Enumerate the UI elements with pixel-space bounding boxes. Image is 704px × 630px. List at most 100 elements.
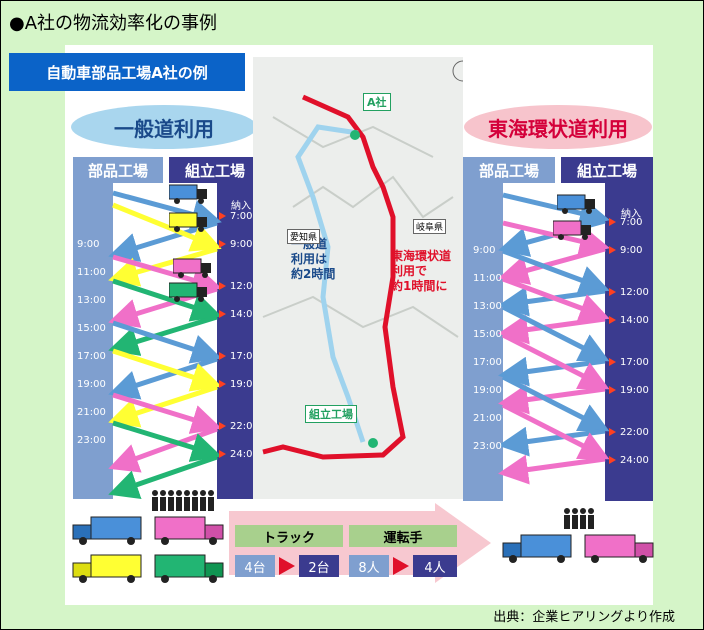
right-delivery-arrows [498, 192, 610, 485]
a-company-label: A社 [363, 93, 391, 111]
delivery-marker-icon [219, 450, 226, 458]
right-assembly-header: 組立工場 [561, 157, 653, 183]
time-label: 13:00 [77, 295, 106, 306]
delivery-marker-icon [609, 316, 616, 324]
a-company-marker [350, 130, 360, 140]
time-label: 19:00 [620, 385, 649, 396]
truck-before-count: 4台 [235, 555, 275, 577]
left-nounyu-label: 納入 [231, 201, 251, 212]
arrow-green-1 [112, 278, 222, 322]
arrow-green-2 [108, 314, 218, 356]
delivery-marker-icon [609, 456, 616, 464]
time-label: 15:00 [473, 329, 502, 340]
truck-label: トラック [235, 525, 343, 547]
general-road-note: 一般道 利用は 約2時間 [291, 237, 336, 281]
route-map-svg [262, 60, 474, 460]
north-arrow-icon [452, 60, 474, 82]
tokai-ring-route [262, 94, 406, 460]
delivery-marker-icon [609, 358, 616, 366]
time-label: 9:00 [620, 245, 643, 256]
left-parts-column [73, 183, 113, 499]
time-label: 21:00 [77, 407, 106, 418]
right-assembly-column [605, 183, 653, 501]
driver-after-count: 4人 [413, 555, 457, 577]
aichi-label: 愛知県 [287, 229, 321, 244]
time-label: 9:00 [473, 245, 496, 256]
time-label: 12:00 [620, 287, 649, 298]
time-label: 19:00 [230, 379, 259, 390]
tokai-road-oval: 東海環状道利用 [464, 105, 652, 149]
time-label: 24:00 [620, 455, 649, 466]
time-label: 9:00 [77, 239, 100, 250]
delivery-marker-icon [609, 288, 616, 296]
drivers-after-icon [564, 508, 594, 529]
assembly-plant-label: 組立工場 [305, 405, 357, 423]
time-label: 19:00 [473, 385, 502, 396]
time-label: 23:00 [473, 441, 502, 452]
truck-icon [557, 194, 595, 214]
delivery-marker-icon [609, 218, 616, 226]
route-map: A社 組立工場 一般道 利用は 約2時間 東海環状道 利用で 約1時間に 愛知県… [253, 57, 474, 499]
arrow-green-3 [112, 420, 222, 462]
arrow-green-4 [108, 454, 218, 499]
page-title: ●A社の物流効率化の事例 [9, 13, 218, 34]
time-label: 22:00 [620, 427, 649, 438]
trucks-after-icon [502, 534, 654, 563]
time-label: 14:00 [230, 309, 259, 320]
arrow-yellow-3 [112, 348, 222, 392]
time-label: 11:00 [473, 273, 502, 284]
tokai-note: 東海環状道 利用で 約1時間に [391, 249, 452, 293]
trucks-before-icon [72, 516, 224, 583]
left-delivery-arrows [108, 190, 222, 499]
left-assembly-header: 組立工場 [169, 157, 261, 183]
delivery-marker-icon [219, 212, 226, 220]
right-nounyu-label: 納入 [621, 209, 641, 220]
case-title-bar: 自動車部品工場A社の例 [9, 53, 245, 91]
gifu-label: 岐阜県 [413, 219, 447, 234]
time-label: 13:00 [473, 301, 502, 312]
time-label: 17:00 [230, 351, 259, 362]
truck-reduction-arrow-icon [279, 557, 295, 575]
time-label: 11:00 [77, 267, 106, 278]
delivery-marker-icon [219, 282, 226, 290]
delivery-marker-icon [609, 246, 616, 254]
truck-icon [173, 258, 211, 278]
time-label: 7:00 [620, 217, 643, 228]
delivery-marker-icon [219, 422, 226, 430]
time-label: 22:00 [230, 421, 259, 432]
arrow-blue-3 [112, 320, 222, 364]
arrow-yellow-4 [108, 384, 218, 428]
right-parts-column [463, 183, 503, 501]
time-label: 12:00 [230, 281, 259, 292]
arrow-yellow-1 [112, 202, 222, 252]
arrow-blue-4 [108, 356, 218, 400]
time-label: 7:00 [230, 211, 253, 222]
truck-icon [169, 282, 207, 302]
arrow-yellow-2 [108, 246, 218, 287]
assembly-plant-marker [368, 438, 378, 448]
source-note: 出典：企業ヒアリングより作成 [493, 610, 675, 625]
arrow-pink-1 [112, 254, 222, 295]
time-label: 17:00 [473, 357, 502, 368]
time-label: 21:00 [473, 413, 502, 424]
delivery-marker-icon [219, 240, 226, 248]
time-label: 14:00 [620, 315, 649, 326]
arrow-pink-3 [112, 392, 222, 434]
truck-icon [553, 220, 591, 240]
time-label: 9:00 [230, 239, 253, 250]
time-label: 17:00 [620, 357, 649, 368]
general-road-route [295, 124, 366, 443]
delivery-marker-icon [609, 428, 616, 436]
general-road-oval: 一般道利用 [71, 105, 257, 149]
delivery-marker-icon [219, 380, 226, 388]
time-label: 17:00 [77, 351, 106, 362]
arrow-blue-1 [112, 190, 222, 229]
time-label: 15:00 [77, 323, 106, 334]
driver-before-count: 8人 [349, 555, 389, 577]
truck-after-count: 2台 [299, 555, 339, 577]
driver-reduction-arrow-icon [393, 557, 409, 575]
truck-icon [169, 212, 207, 232]
driver-label: 運転手 [349, 525, 457, 547]
left-parts-header: 部品工場 [73, 157, 163, 183]
